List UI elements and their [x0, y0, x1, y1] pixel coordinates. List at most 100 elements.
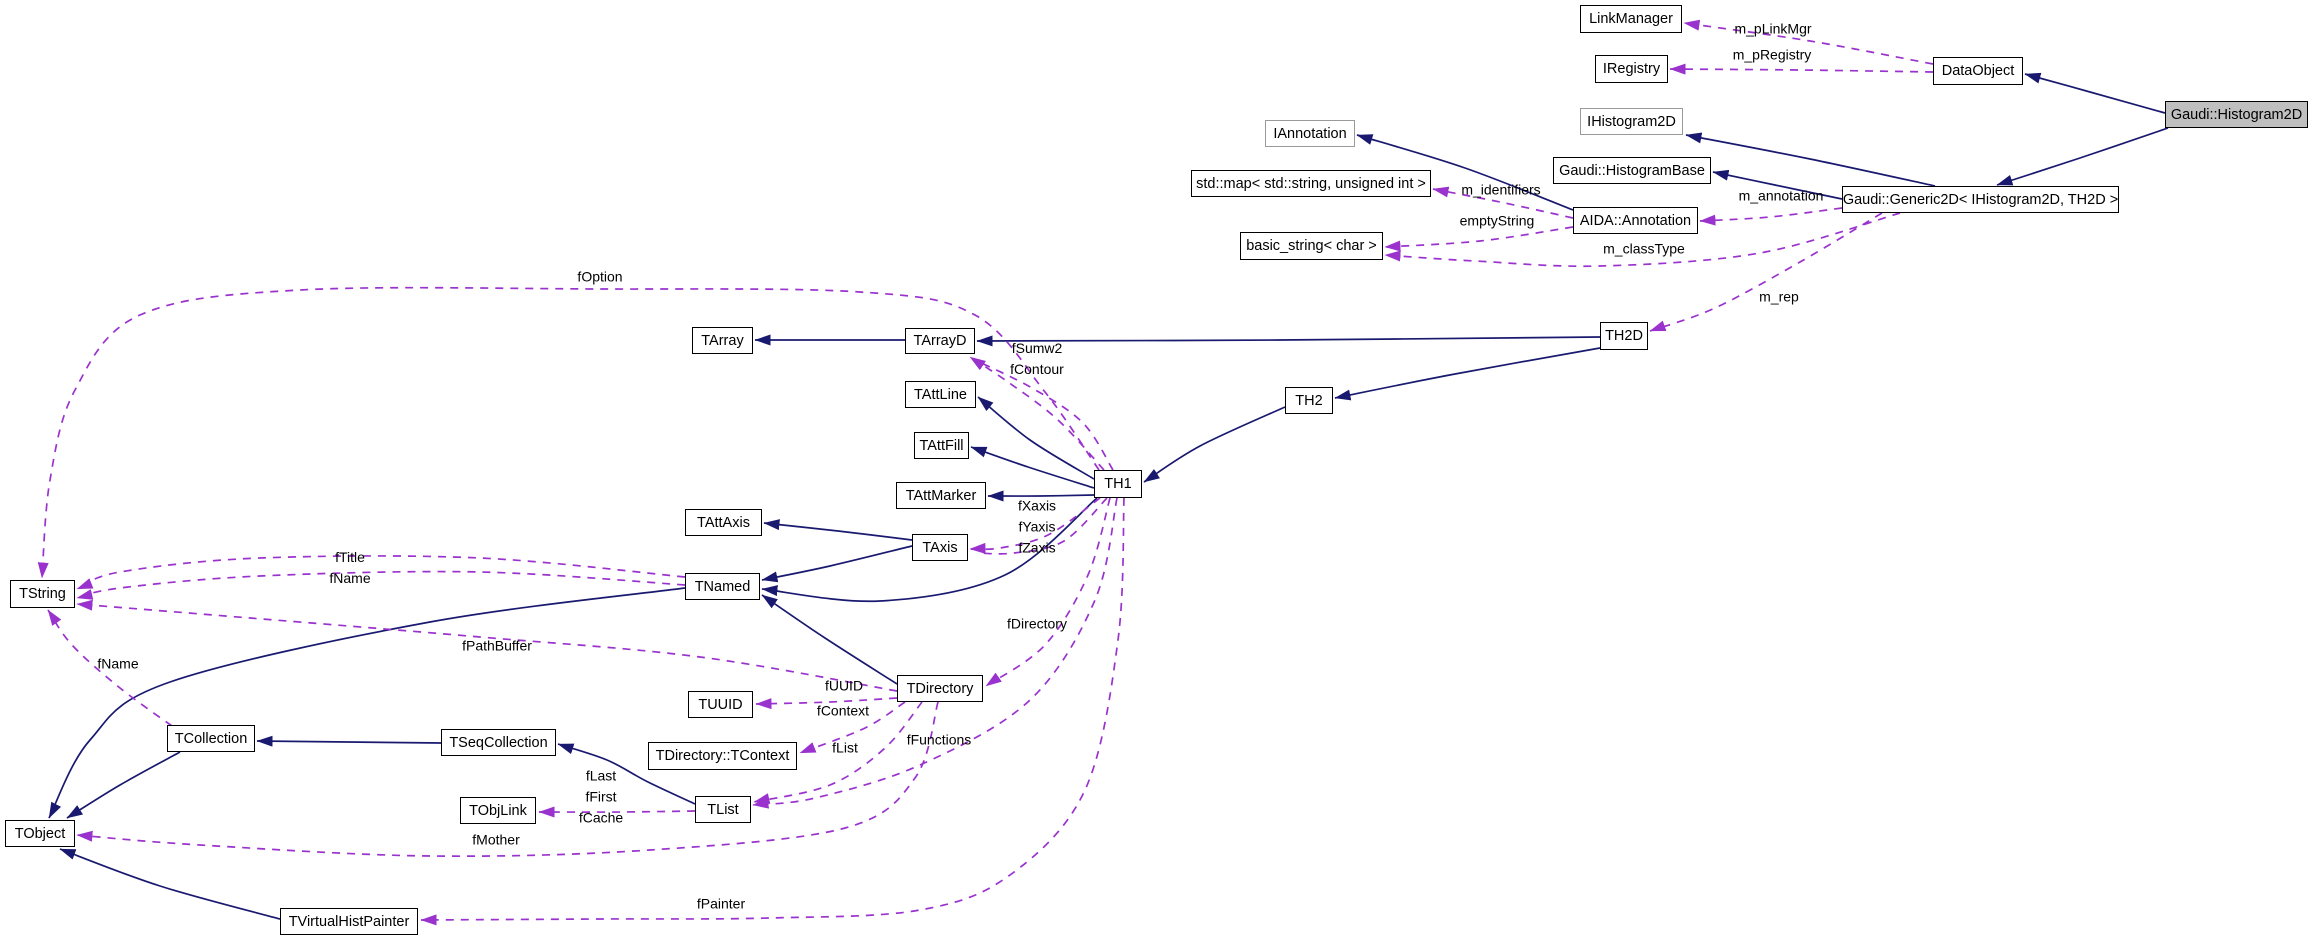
edge-label-line: fSumw2 [1011, 340, 1063, 356]
edge-emptyString [1384, 226, 1574, 252]
edge-label-fFunctions: fFunctions [907, 730, 972, 751]
edge-label-line: m_identifiers [1461, 181, 1541, 198]
class-node-taxis[interactable]: TAxis [912, 534, 968, 561]
class-node-tattline[interactable]: TAttLine [905, 381, 976, 408]
edge-label-fPainter: fPainter [697, 894, 745, 915]
edge-gaudi-histogram2d-to-generic2d [1996, 127, 2169, 186]
class-node-tcollection[interactable]: TCollection [167, 725, 255, 752]
edge-label-m_classType: m_classType [1603, 239, 1685, 260]
edge-label-line: fXaxis [1017, 497, 1057, 514]
edge-m_rep [1649, 212, 1883, 332]
class-node-tobject[interactable]: TObject [5, 820, 75, 847]
edge-tvirtualhistpainter-to-tobject [59, 848, 281, 920]
edge-label-line: fUUID [824, 677, 864, 694]
edge-label-fMother: fMother [472, 830, 519, 851]
class-node-th1[interactable]: TH1 [1094, 470, 1142, 498]
edge-label-line: fOption [577, 268, 623, 285]
class-node-tvirtualhistpainter[interactable]: TVirtualHistPainter [280, 908, 418, 935]
edge-generic2d-to-ihistogram2d [1685, 132, 1936, 187]
edge-label-line: fDirectory [1007, 615, 1067, 632]
class-node-tdirectory[interactable]: TDirectory [897, 675, 983, 702]
edge-label-line: fPathBuffer [462, 637, 532, 654]
class-node-tnamed[interactable]: TNamed [685, 573, 760, 600]
edge-label-fOption: fOption [577, 267, 622, 288]
class-node-iannotation: IAnnotation [1265, 120, 1355, 147]
class-node-tobjlink[interactable]: TObjLink [460, 797, 536, 824]
edge-taxis-to-tnamed [761, 545, 913, 583]
edge-fTitle-fName [76, 555, 686, 590]
class-node-ihistogram2d: IHistogram2D [1580, 108, 1683, 135]
edge-label-line: fZaxis [1018, 539, 1056, 556]
edge-m_pRegistry [1669, 63, 1934, 75]
edge-label-m_pLinkMgr: m_pLinkMgr [1734, 19, 1811, 40]
edge-label-line: m_rep [1759, 288, 1799, 305]
edge-label-fName: fName [97, 654, 138, 675]
edge-label-m_pRegistry: m_pRegistry [1733, 45, 1812, 66]
class-node-tattmarker[interactable]: TAttMarker [896, 482, 986, 509]
edge-label-line: fMother [472, 831, 520, 848]
edge-label-line: m_annotation [1738, 187, 1824, 204]
class-node-tlist[interactable]: TList [695, 796, 751, 823]
edge-label-fUUID: fUUID [825, 676, 863, 697]
edge-fContour-strand [974, 359, 1114, 471]
edge-fDirectory [985, 497, 1111, 687]
edge-label-m_rep: m_rep [1759, 287, 1799, 308]
class-node-tdirectory-tcontext[interactable]: TDirectory::TContext [648, 742, 797, 770]
class-node-gaudi-histogrambase[interactable]: Gaudi::HistogramBase [1553, 157, 1711, 184]
edge-m_annotation [1699, 207, 1843, 226]
class-node-tattaxis[interactable]: TAttAxis [685, 509, 762, 536]
edge-label-line: m_pRegistry [1732, 46, 1812, 63]
edge-label-line: fPainter [696, 895, 746, 912]
class-node-tstring[interactable]: TString [10, 580, 75, 608]
edge-label-fXaxis-fYaxis-fZaxis: fXaxis fYaxis fZaxis [1018, 496, 1056, 559]
class-node-dataobject[interactable]: DataObject [1933, 57, 2023, 85]
edge-tseqcollection-to-tcollection [256, 735, 442, 747]
edge-m_identifiers [1432, 186, 1574, 219]
class-node-th2[interactable]: TH2 [1285, 387, 1333, 414]
class-node-gaudi-generic2d[interactable]: Gaudi::Generic2D< IHistogram2D, TH2D > [1842, 186, 2119, 213]
edge-th1-to-tattfill [970, 446, 1095, 489]
edge-fUUID [755, 697, 898, 710]
edge-label-line: emptyString [1459, 212, 1535, 229]
edge-label-fLast-fFirst-fCache: fLast fFirst fCache [579, 766, 623, 829]
edge-gaudi-histogram2d-to-dataobject [2024, 72, 2166, 114]
class-node-gaudi-histogram2d: Gaudi::Histogram2D [2165, 101, 2308, 128]
edge-label-fList: fList [832, 738, 858, 759]
edge-fOption [37, 286, 1100, 579]
class-node-stdmap[interactable]: std::map< std::string, unsigned int > [1191, 170, 1431, 197]
edge-fSumw2-fContour [969, 356, 1105, 471]
class-node-linkmanager[interactable]: LinkManager [1580, 5, 1682, 33]
class-node-aida-annotation[interactable]: AIDA::Annotation [1573, 207, 1698, 234]
edge-label-line: fName [329, 570, 371, 586]
edge-fName-tnamed-strand [76, 570, 686, 600]
edge-label-line: m_classType [1603, 240, 1685, 257]
edge-th2d-to-tarrayd [976, 335, 1601, 347]
edges-group [37, 19, 2169, 926]
edge-label-fPathBuffer: fPathBuffer [462, 636, 532, 657]
edge-th1-to-tattmarker [987, 490, 1095, 502]
class-node-tuuid[interactable]: TUUID [688, 691, 753, 718]
edge-tnamed-to-tobject [48, 587, 686, 819]
edge-fPainter [420, 497, 1125, 926]
edge-label-m_identifiers: m_identifiers [1461, 180, 1540, 201]
class-node-tarray[interactable]: TArray [692, 327, 753, 354]
edge-m_pLinkMgr [1683, 19, 1934, 65]
class-node-tseqcollection[interactable]: TSeqCollection [441, 729, 556, 756]
edge-fList [753, 701, 923, 805]
class-node-basicstring[interactable]: basic_string< char > [1240, 232, 1383, 260]
class-node-tattfill[interactable]: TAttFill [914, 432, 969, 459]
edge-label-line: fYaxis [1018, 518, 1056, 535]
edge-label-line: fFirst [585, 788, 617, 805]
class-node-iregistry[interactable]: IRegistry [1595, 55, 1668, 83]
edge-label-line: fLast [585, 767, 617, 784]
class-node-th2d[interactable]: TH2D [1600, 322, 1648, 350]
edge-label-line: fName [97, 655, 139, 672]
class-node-tarrayd[interactable]: TArrayD [905, 328, 975, 354]
edge-label-line: fCache [578, 809, 624, 826]
edge-aida-annotation-to-iannotation [1356, 134, 1574, 211]
edge-generic2d-to-histogrambase [1712, 169, 1843, 200]
edge-th1-to-tattline [977, 396, 1095, 480]
